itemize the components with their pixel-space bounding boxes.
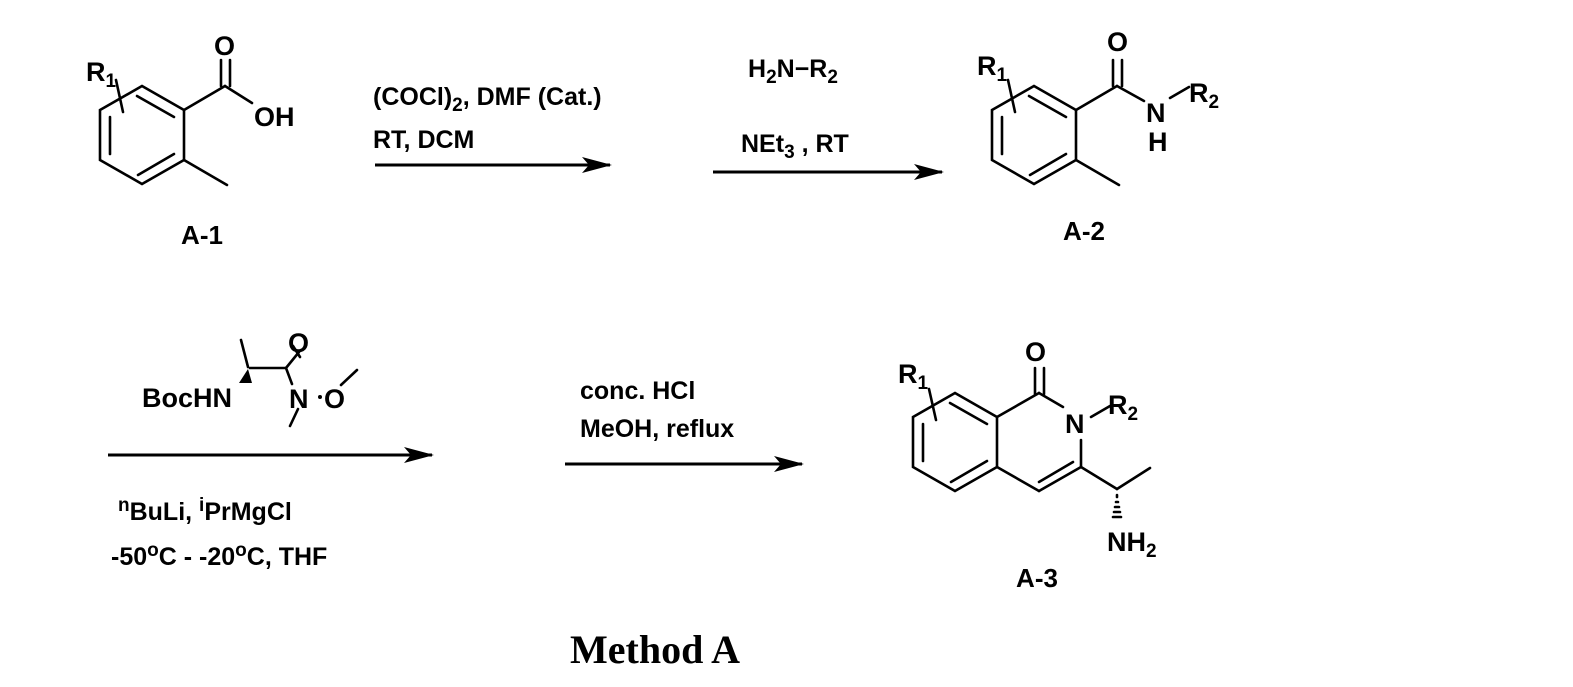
a3-r2-subscript: 2 [1128,404,1139,425]
a3-nh-subscript: 2 [1146,541,1157,562]
step4: conc. HCl MeOH, reflux [565,377,802,464]
step2-et-subscript: 3 [784,142,795,163]
a2-r1-subscript: 1 [997,65,1008,86]
a1-r1-letter: R [86,57,106,87]
step3: BocHN O N O nBuLi, iPrMgCl -50oC - -20oC… [108,328,432,571]
wedge-bond [239,369,252,383]
step2-triethylamine: NEt [741,130,785,158]
step3-temp-range: C - -20 [159,543,235,571]
step4-reagent: conc. HCl [580,377,695,405]
step4-conditions: MeOH, reflux [580,415,734,443]
step3-n-superscript: n [118,495,130,516]
bochn-group: BocHN [142,383,232,413]
weinreb-nitrogen: N [289,384,309,414]
a1-label: A-1 [181,220,223,250]
a1-r1-substituent: R1 [86,57,117,92]
a1-r1-subscript: 1 [106,71,117,92]
step1: (COCl)2, DMF (Cat.) RT, DCM [373,83,610,165]
step1-dmf: , DMF (Cat.) [463,83,602,111]
a2-r2-letter: R [1189,78,1209,108]
a1-hydroxyl-group: OH [254,102,295,132]
a2-label: A-2 [1063,216,1105,246]
a3-amine-group: NH2 [1107,527,1157,562]
a1-carbonyl-oxygen: O [214,31,235,61]
a2-r1-substituent: R1 [977,51,1008,86]
step1-conditions: RT, DCM [373,126,474,154]
a3-r1-letter: R [898,359,918,389]
step2-h: H [748,55,766,83]
a2-amide-nitrogen: N [1146,98,1166,128]
weinreb-n-o-bond [318,395,322,399]
step3-prmgcl: PrMgCl [204,498,292,526]
compound-a3: O N R2 R1 NH2 A-3 [898,337,1157,593]
step3-degree-2: o [235,540,247,561]
a3-r1-subscript: 1 [918,373,929,394]
step2: H2N−R2 NEt3 , RT [713,55,942,172]
a3-label: A-3 [1016,563,1058,593]
step3-temp-start: -50 [111,543,147,571]
step3-base-reagents: nBuLi, iPrMgCl [118,495,292,526]
weinreb-carbonyl-oxygen: O [288,328,309,358]
a3-ring-nitrogen: N [1065,409,1085,439]
weinreb-methoxy-oxygen: O [324,384,345,414]
a2-r1-letter: R [977,51,997,81]
step2-conditions: NEt3 , RT [741,130,849,163]
a2-amide-hydrogen: H [1148,127,1168,157]
step2-h-subscript: 2 [766,67,777,88]
step1-oxalyl-chloride: (COCl) [373,83,452,111]
a2-r2-substituent: R2 [1189,78,1219,113]
step3-conditions: -50oC - -20oC, THF [111,540,327,571]
a1-structure [100,60,252,185]
step1-subscript: 2 [452,95,463,116]
compound-a2: O N H R2 R1 A-2 [977,27,1219,246]
step3-buli: BuLi, [130,498,199,526]
scheme-title: Method A [570,627,740,672]
a3-r2-substituent: R2 [1108,390,1138,425]
a2-carbonyl-oxygen: O [1107,27,1128,57]
step2-n-r: N−R [777,55,828,83]
step2-rt: , RT [795,130,849,158]
weinreb-amide-reagent: BocHN O N O [142,328,357,426]
step3-degree-1: o [147,540,159,561]
a3-carbonyl-oxygen: O [1025,337,1046,367]
step1-reagents: (COCl)2, DMF (Cat.) [373,83,602,116]
a2-r2-subscript: 2 [1209,92,1220,113]
step3-solvent: C, THF [247,543,328,571]
a3-nh: NH [1107,527,1146,557]
a3-r1-substituent: R1 [898,359,929,394]
hashed-wedge-bond [1113,495,1121,517]
step2-r-subscript: 2 [827,67,838,88]
a3-r2-letter: R [1108,390,1128,420]
compound-a1: O OH R1 A-1 [86,31,295,250]
step2-amine-reagent: H2N−R2 [748,55,838,88]
